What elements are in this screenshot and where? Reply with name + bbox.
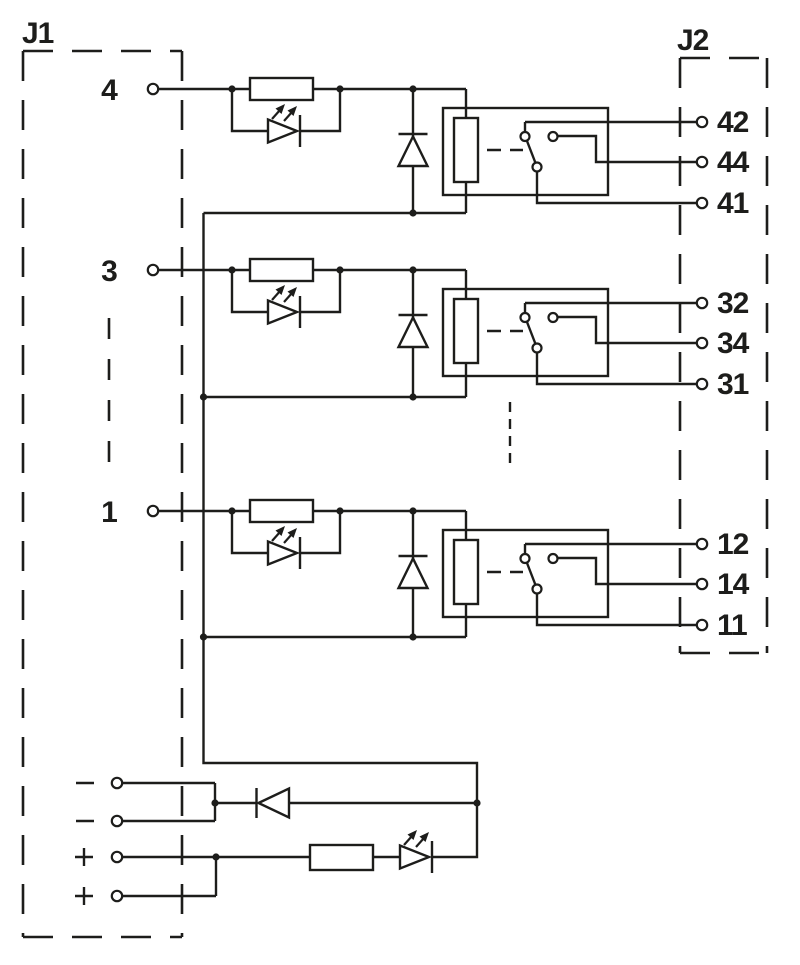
plus-symbol-icon: [75, 887, 93, 905]
output-terminal-circle: [695, 537, 709, 551]
input-resistor: [248, 76, 315, 102]
output-terminal-label: 34: [717, 327, 750, 360]
relay-coil: [452, 538, 480, 606]
output-terminal-circle: [695, 296, 709, 310]
output-terminal-label: 11: [717, 609, 747, 642]
input-led-icon: [266, 283, 302, 330]
output-terminal-label: 42: [717, 106, 749, 139]
relay-channel-4: 4 42 44 41: [101, 74, 751, 220]
output-terminal-label: 12: [717, 528, 749, 561]
output-terminal-circle: [695, 196, 709, 210]
output-terminal-circle: [695, 336, 709, 350]
relay-contacts-switch: [519, 542, 697, 627]
relay-channel-1: 1 12 14 11: [101, 496, 751, 642]
output-terminal-circle: [695, 618, 709, 632]
input-terminal-circle: [146, 82, 160, 96]
relay-contacts-switch: [519, 301, 697, 386]
power-resistor: [308, 843, 375, 872]
input-terminal-circle: [146, 263, 160, 277]
relay-contacts-switch: [519, 120, 697, 205]
output-terminal-label: 31: [717, 368, 749, 401]
output-terminal-label: 32: [717, 287, 749, 320]
negative-terminal-circle: [110, 814, 124, 828]
output-terminal-circle: [695, 577, 709, 591]
relay-outline: [441, 106, 610, 197]
input-terminal-label: 1: [101, 496, 117, 529]
relay-outline: [441, 528, 610, 619]
input-terminal-label: 4: [101, 74, 118, 107]
positive-terminal-circle: [110, 889, 124, 903]
j1-connector-box: [21, 49, 184, 939]
output-terminal-label: 41: [717, 187, 749, 220]
output-terminal-label: 14: [717, 568, 750, 601]
input-resistor: [248, 498, 315, 524]
j2-label: J2: [677, 24, 709, 57]
input-terminal-label: 3: [101, 255, 117, 288]
output-terminal-circle: [695, 115, 709, 129]
relay-coil: [452, 297, 480, 365]
flyback-diode-icon: [397, 132, 429, 168]
flyback-diode-icon: [397, 313, 429, 349]
output-terminal-circle: [695, 377, 709, 391]
input-led-icon: [266, 102, 302, 149]
input-terminal-circle: [146, 504, 160, 518]
relay-outline: [441, 287, 610, 378]
positive-terminal-circle: [110, 850, 124, 864]
j2-connector-box: [678, 56, 769, 655]
j1-label: J1: [22, 17, 54, 50]
plus-symbol-icon: [75, 848, 93, 866]
power-supply-section: [75, 776, 481, 905]
input-resistor: [248, 257, 315, 283]
input-led-icon: [266, 524, 302, 571]
power-led-icon: [398, 828, 434, 875]
output-terminal-label: 44: [717, 146, 750, 179]
flyback-diode-icon: [397, 554, 429, 590]
output-terminal-circle: [695, 155, 709, 169]
reverse-protection-diode-icon: [255, 786, 291, 820]
relay-channel-3: 3 32 34 31: [101, 255, 751, 401]
negative-terminal-circle: [110, 776, 124, 790]
common-return-bus: [202, 213, 479, 859]
relay-coil: [452, 116, 480, 184]
